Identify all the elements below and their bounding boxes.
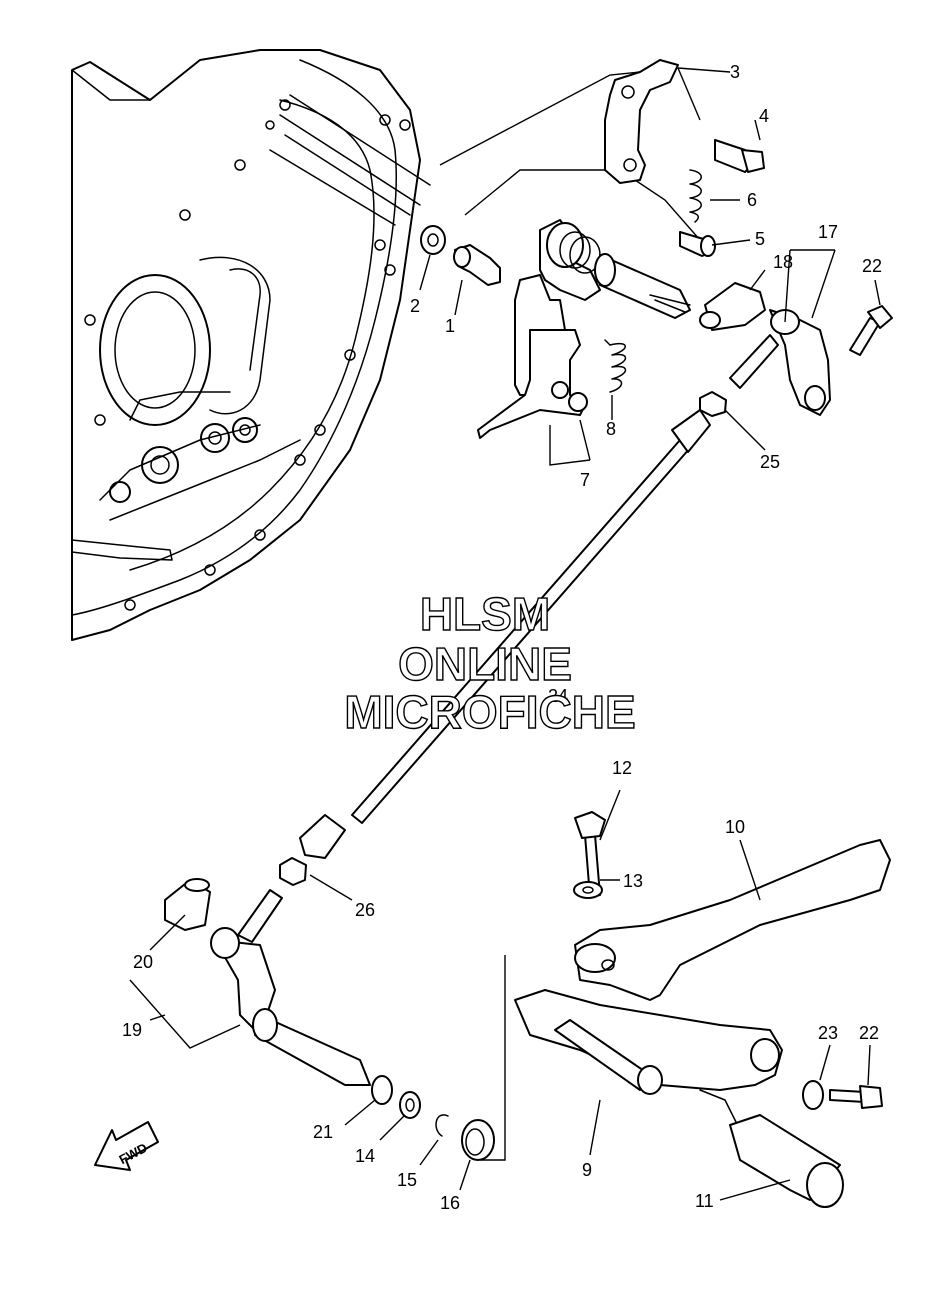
callout-8: 8 [606,419,616,439]
bolt-22-top [849,305,893,356]
callout-5: 5 [755,229,765,249]
oil-seal-16 [461,1119,495,1161]
callout-18: 18 [773,252,793,272]
bolt-4 [714,139,765,173]
washer-2 [420,225,446,255]
callout-22-top: 22 [862,256,882,276]
nut-25 [699,391,727,417]
washer-14 [399,1091,421,1119]
callout-11: 11 [695,1191,714,1211]
callout-12: 12 [612,758,632,778]
washer-23 [802,1080,824,1110]
callout-24: 24 [548,686,568,706]
stopper-pin-1 [453,244,501,286]
washer-13 [573,881,603,899]
callout-20: 20 [133,952,153,972]
callout-10: 10 [725,817,745,837]
callout-25: 25 [760,452,780,472]
callout-leaders [129,67,881,1201]
callout-1: 1 [445,316,455,336]
shift-shaft-assy-7 [477,219,691,439]
rubber-11 [729,1114,844,1208]
callout-2: 2 [410,296,420,316]
shift-pedal-10 [574,839,891,1001]
watermark: HLSM ONLINE MICROFICHE [344,587,637,738]
callout-15: 15 [397,1170,417,1190]
nut-26 [279,857,307,886]
callout-3: 3 [730,62,740,82]
callout-21: 21 [313,1122,333,1142]
joint-18 [699,282,766,331]
joint-20 [164,878,211,931]
callout-19: 19 [122,1020,142,1040]
callout-26: 26 [355,900,375,920]
callout-4: 4 [759,106,769,126]
callout-13: 13 [623,871,643,891]
callout-17: 17 [818,222,838,242]
watermark-line-2: ONLINE [398,638,572,690]
circlip-15 [435,1114,449,1137]
stopper-lever-3 [604,59,679,184]
shift-rod-24 [299,409,711,859]
spring-8 [604,339,627,393]
watermark-line-1: HLSM [420,588,550,640]
shift-arm-assy-19 [210,889,371,1086]
callout-7: 7 [580,470,590,490]
callout-23: 23 [818,1023,838,1043]
watermark-line-3: MICROFICHE [344,686,635,738]
forward-arrow-icon: FWD [94,1121,159,1171]
washer-21 [371,1075,393,1105]
callout-22-bottom: 22 [859,1023,879,1043]
spring-6 [689,169,702,223]
callout-6: 6 [747,190,757,210]
shift-pedal-9 [514,989,783,1131]
pin-5 [679,231,716,257]
callout-labels: 3 4 6 5 17 18 22 2 1 8 25 7 24 12 10 13 … [122,62,882,1213]
crankcase-cover [71,49,431,641]
callout-14: 14 [355,1146,375,1166]
callout-9: 9 [582,1160,592,1180]
callout-16: 16 [440,1193,460,1213]
bolt-22-bottom [829,1085,883,1109]
